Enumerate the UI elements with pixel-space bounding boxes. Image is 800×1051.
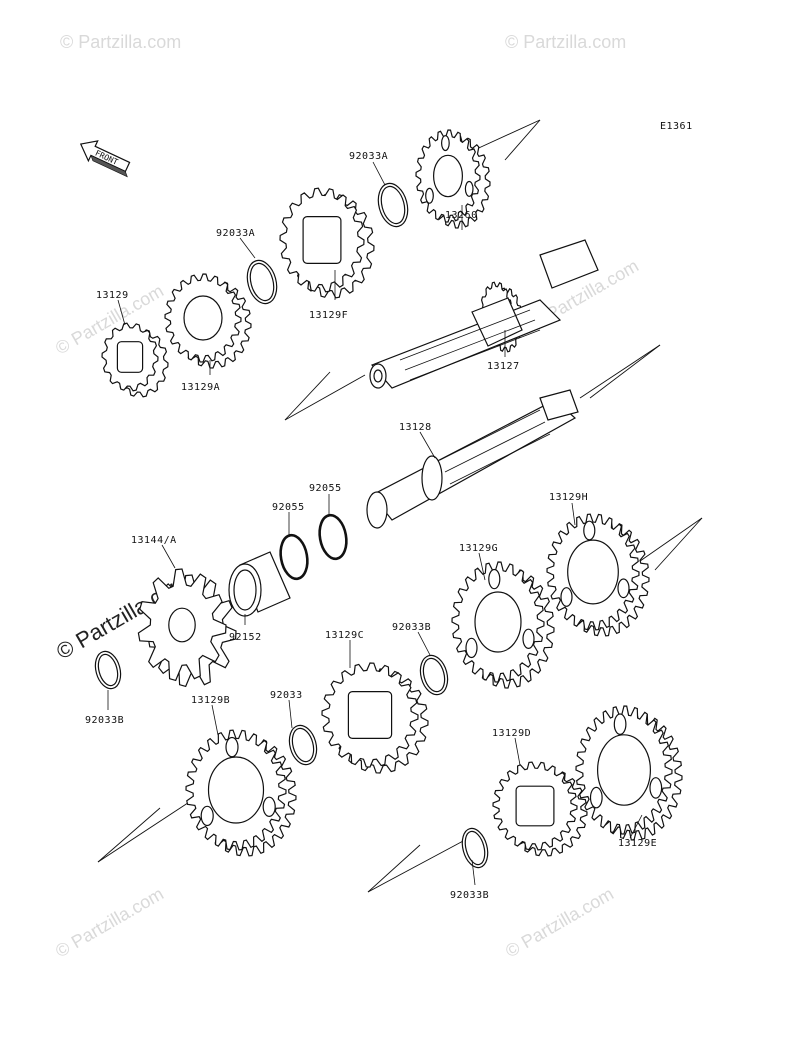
gear-13129E — [575, 705, 683, 841]
watermark-top-left: © Partzilla.com — [60, 32, 181, 52]
gear-13129F — [279, 187, 375, 299]
circlips — [94, 182, 489, 869]
gear-13129B — [185, 729, 297, 857]
watermark-bottom-right: © Partzilla.com — [502, 883, 617, 961]
label-13129: 13129 — [96, 290, 129, 301]
axis-lines — [97, 119, 703, 893]
label-13127: 13127 — [487, 361, 520, 372]
gear-13129H — [546, 513, 650, 637]
circlip-92033B-bottom — [461, 827, 489, 869]
label-92152: 92152 — [229, 632, 262, 643]
label-92055-a: 92055 — [272, 502, 305, 513]
o-ring-92055-a — [279, 533, 309, 581]
label-13129H: 13129H — [549, 492, 588, 503]
gear-13129A — [164, 273, 252, 369]
label-92033A-top: 92033A — [349, 151, 388, 162]
shaft-13128 — [366, 389, 579, 529]
gear-13129G — [451, 561, 555, 689]
gear-13260 — [415, 129, 491, 229]
label-92033: 92033 — [270, 690, 303, 701]
label-92033B-left: 92033B — [85, 715, 124, 726]
shaft-13127 — [369, 239, 599, 389]
label-13129G: 13129G — [459, 543, 498, 554]
label-92033A-mid: 92033A — [216, 228, 255, 239]
circlip-92033A-top — [377, 182, 409, 228]
part-labels: 92033A 13260 92033A 13129F 13129 13129A … — [85, 151, 657, 901]
label-13129C: 13129C — [325, 630, 364, 641]
circlip-92033A-mid — [246, 259, 278, 305]
label-92033B-mid: 92033B — [392, 622, 431, 633]
label-92055-b: 92055 — [309, 483, 342, 494]
circlip-92033 — [288, 724, 318, 766]
gear-13129 — [101, 322, 169, 398]
bushing-92152 — [228, 551, 291, 617]
leader-lines — [107, 161, 643, 886]
label-13129D: 13129D — [492, 728, 531, 739]
circlip-92033B-mid — [419, 654, 449, 696]
watermark-bottom-left: © Partzilla.com — [52, 883, 167, 961]
watermark-top-right: © Partzilla.com — [505, 32, 626, 52]
gear-13129D — [492, 761, 588, 857]
label-13129A: 13129A — [181, 382, 220, 393]
gear-13129C — [321, 662, 429, 774]
label-13129F: 13129F — [309, 310, 348, 321]
gears — [101, 129, 683, 857]
diagram-code: E1361 — [660, 121, 693, 132]
label-13144A: 13144/A — [131, 535, 177, 546]
sprocket-13144A — [137, 568, 237, 688]
circlip-92033B-left — [94, 650, 122, 690]
o-ring-92055-b — [318, 513, 348, 561]
label-13128: 13128 — [399, 422, 432, 433]
label-92033B-bottom: 92033B — [450, 890, 489, 901]
label-13260: 13260 — [445, 210, 478, 221]
front-arrow-icon: FRONT — [79, 140, 131, 178]
label-13129E: 13129E — [618, 838, 657, 849]
label-13129B: 13129B — [191, 695, 230, 706]
